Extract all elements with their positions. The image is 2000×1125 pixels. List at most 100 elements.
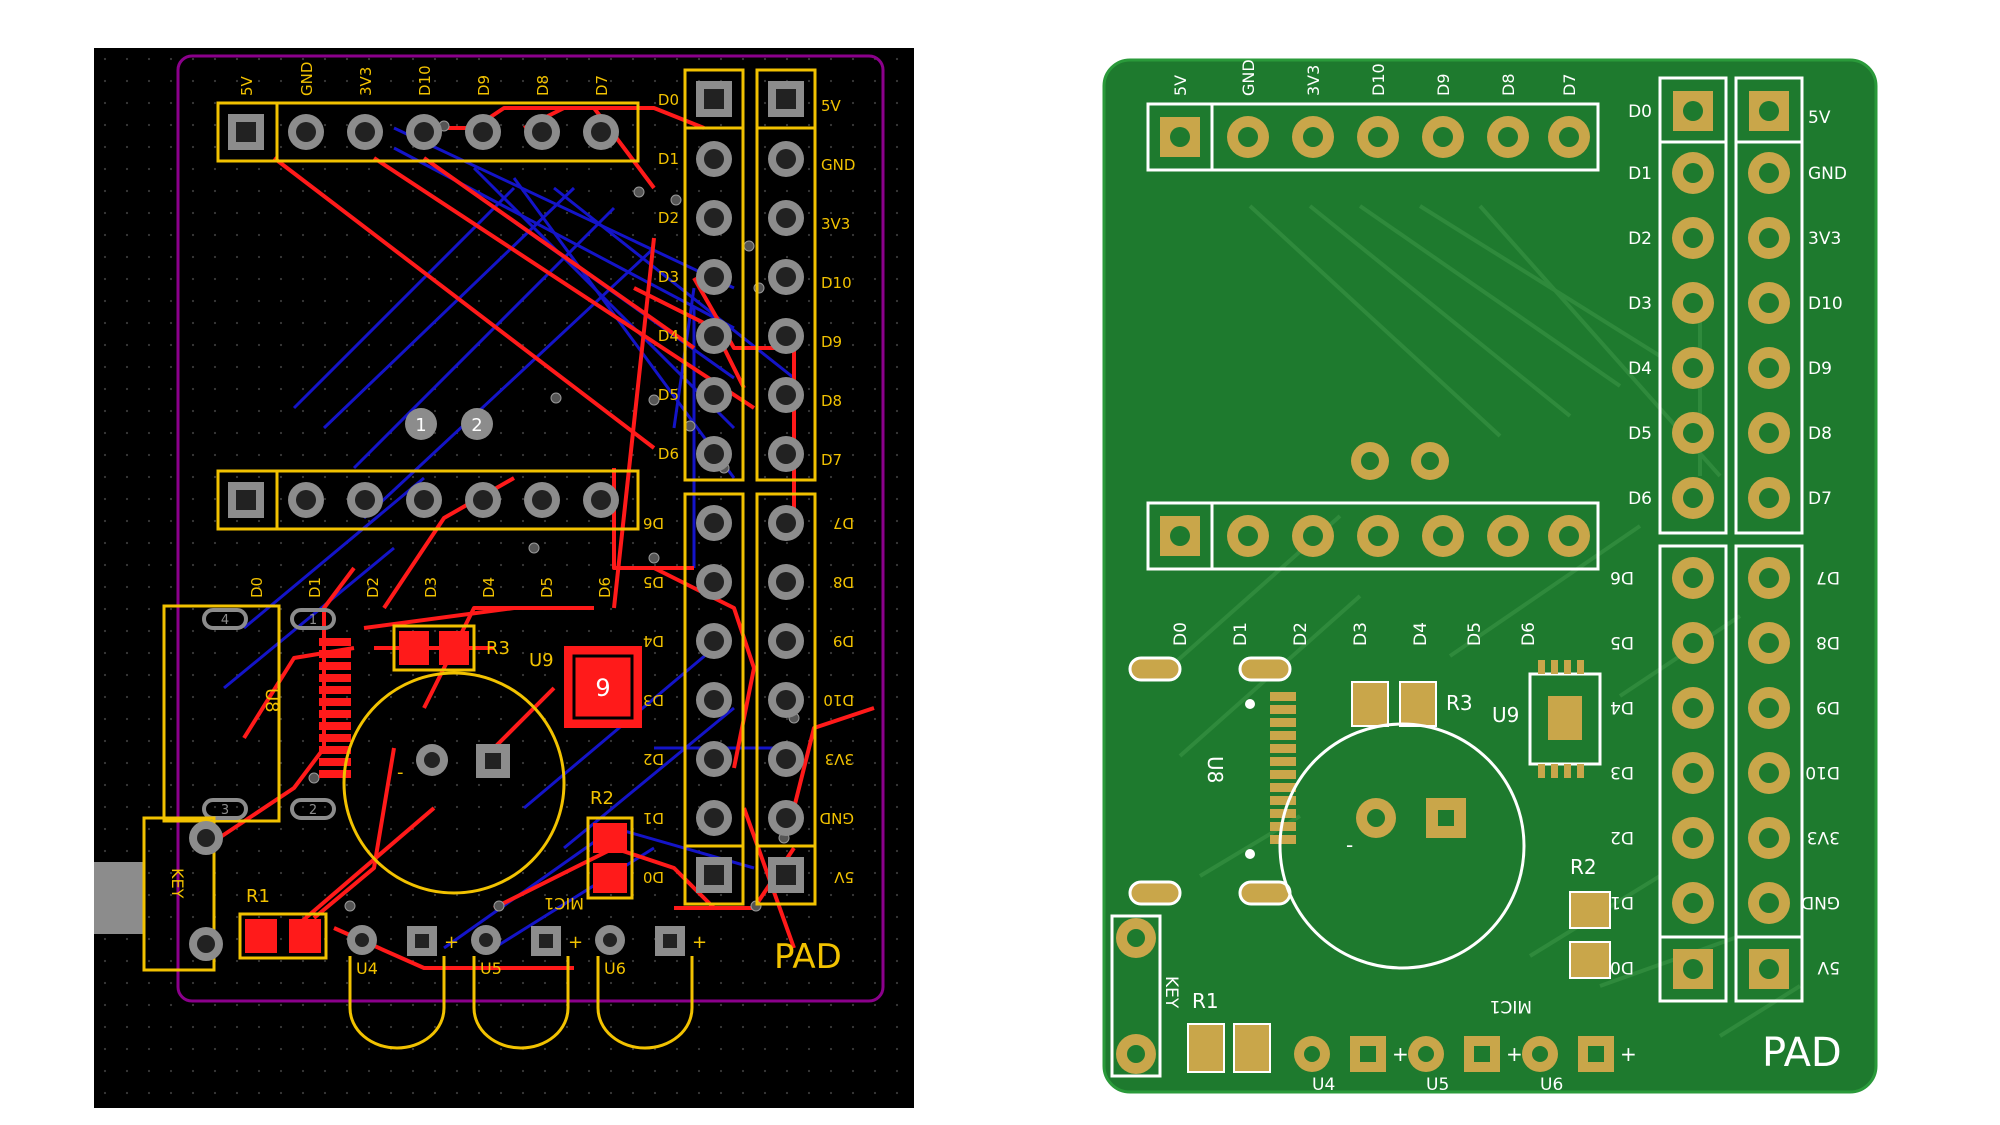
col-a-lower-label-d2: D2 — [643, 750, 664, 768]
render-lower-right-d7: D7 — [1816, 567, 1840, 587]
render-middle-header — [1146, 501, 1600, 571]
d-row-labels: D0 D1 D2 D3 D4 D5 D6 — [248, 577, 614, 598]
render-u4-plus: + — [1392, 1042, 1409, 1066]
col-b-lower-label-3v3: 3V3 — [825, 750, 854, 768]
render-resistor-r2: R2 — [1569, 855, 1611, 979]
col-b-lower-label-d7: D7 — [833, 514, 854, 532]
render-u5-label: U5 — [1426, 1075, 1449, 1095]
r3-label: R3 — [486, 638, 510, 659]
middle-header-outline — [216, 469, 640, 531]
render-lower-left-d3: D3 — [1610, 762, 1634, 782]
ic-u9: 9 U9 — [529, 646, 642, 728]
render-d-row-d0: D0 — [1171, 622, 1191, 646]
render-d-row-d2: D2 — [1291, 622, 1311, 646]
render-lower-right-d8: D8 — [1816, 632, 1840, 652]
render-r3-label: R3 — [1446, 691, 1473, 715]
render-d-row-d5: D5 — [1465, 622, 1485, 646]
usb-corner-4: 4 — [221, 613, 229, 628]
col-a-label-d6: D6 — [658, 445, 679, 463]
render-col-b-label-5v: 5V — [1808, 108, 1831, 128]
col-b-lower-label-d10: D10 — [823, 691, 854, 709]
col-a-label-d4: D4 — [658, 327, 679, 345]
col-a-lower-label-d1: D1 — [643, 809, 664, 827]
render-lower-right-gnd: GND — [1801, 892, 1840, 912]
render-col-a-lower — [1658, 544, 1728, 1003]
d-row-label-d5: D5 — [538, 577, 556, 598]
d-row-label-d3: D3 — [422, 577, 440, 598]
col-b-lower-outline — [755, 492, 817, 906]
col-a-lower-labels: D6 D5 D4 D3 D2 D1 D0 — [643, 514, 664, 886]
render-col-b-label-d7: D7 — [1808, 489, 1832, 509]
col-b-lower-label-5v: 5V — [833, 868, 854, 886]
col-a-label-d2: D2 — [658, 209, 679, 227]
render-top-header-labels: 5V GND 3V3 D10 D9 D8 D7 — [1171, 59, 1579, 96]
col-b-upper-labels: 5V GND 3V3 D10 D9 D8 D7 — [821, 97, 855, 469]
u5-plus: + — [568, 932, 583, 953]
usb-corner-1: 1 — [309, 613, 317, 628]
render-col-b-label-3v3: 3V3 — [1808, 229, 1841, 249]
board-outline — [176, 54, 885, 1003]
col-a-lower-label-d4: D4 — [643, 632, 664, 650]
test-point-2-label: 2 — [471, 415, 482, 436]
render-u4-label: U4 — [1312, 1075, 1335, 1095]
top-header-outline — [216, 101, 640, 163]
u8-label: U8 — [261, 688, 282, 713]
render-d-row-labels: D0 D1 D2 D3 D4 D5 D6 — [1171, 622, 1539, 646]
render-key-label: KEY — [1161, 976, 1181, 1009]
col-a-upper-labels: D0 D1 D2 D3 D4 D5 D6 — [658, 91, 679, 463]
u5-label: U5 — [480, 959, 502, 978]
render-u5-plus: + — [1506, 1042, 1523, 1066]
ir-led-row: + U4 + U5 + U6 — [347, 925, 707, 1050]
usb-connector-u8: 4 1 3 2 U8 — [162, 604, 351, 823]
resistor-r1: R1 — [238, 886, 328, 960]
render-label-5v: 5V — [1171, 75, 1190, 96]
u4-plus: + — [444, 932, 459, 953]
render-label-d10: D10 — [1369, 63, 1388, 96]
render-pad-label: PAD — [1762, 1030, 1842, 1076]
render-lower-right-5v: 5V — [1817, 957, 1840, 977]
r2-label: R2 — [590, 788, 614, 809]
render-key-switch: KEY — [1110, 914, 1181, 1078]
col-b-lower-labels: D7 D8 D9 D10 3V3 GND 5V — [820, 514, 854, 886]
col-a-upper-pads — [696, 81, 732, 472]
render-ic-u9: U9 — [1492, 660, 1602, 778]
render-u9-label: U9 — [1492, 703, 1519, 727]
render-d-row-d3: D3 — [1351, 622, 1371, 646]
pcb-render-view: 5V GND 3V3 D10 D9 D8 D7 D0 D1 — [1102, 58, 1878, 1095]
label-5v: 5V — [238, 75, 256, 96]
col-a-lower-pads — [696, 505, 732, 893]
render-lower-left-d6: D6 — [1610, 567, 1634, 587]
render-col-b-lower — [1734, 544, 1804, 1003]
test-point-1-label: 1 — [415, 415, 426, 436]
col-b-lower-label-gnd: GND — [820, 809, 854, 827]
u9-label: U9 — [529, 650, 554, 671]
d-row-label-d6: D6 — [596, 577, 614, 598]
render-col-a-label-d6: D6 — [1628, 489, 1652, 509]
label-d8: D8 — [534, 75, 552, 96]
render-col-a-label-d4: D4 — [1628, 359, 1652, 379]
col-a-lower-label-d5: D5 — [643, 573, 664, 591]
top-header-pads — [228, 114, 619, 150]
render-col-a-label-d3: D3 — [1628, 294, 1652, 314]
pcb-layout-view: 5V GND 3V3 D10 D9 D8 D7 1 2 D0 D — [94, 48, 914, 1108]
u6-plus: + — [692, 932, 707, 953]
render-lower-right-d10: D10 — [1805, 762, 1840, 782]
col-b-label-3v3: 3V3 — [821, 215, 850, 233]
render-microphone-mic1: - MIC1 — [1278, 722, 1532, 1016]
render-mic-minus: - — [1346, 833, 1353, 857]
render-col-a-label-d0: D0 — [1628, 102, 1652, 122]
microphone-mic1: - MIC1 — [342, 671, 584, 913]
render-lower-right-d9: D9 — [1816, 697, 1840, 717]
col-b-label-gnd: GND — [821, 156, 855, 174]
render-mic1-label: MIC1 — [1490, 996, 1532, 1016]
col-b-lower-label-d9: D9 — [833, 632, 854, 650]
col-a-label-d5: D5 — [658, 386, 679, 404]
render-col-b-label-d8: D8 — [1808, 424, 1832, 444]
pad-label: PAD — [774, 937, 842, 977]
resistor-r3: R3 — [392, 624, 510, 672]
d-row-label-d0: D0 — [248, 577, 266, 598]
col-a-lower-label-d3: D3 — [643, 691, 664, 709]
col-b-lower-pads — [768, 505, 804, 893]
col-b-label-d7: D7 — [821, 451, 842, 469]
col-b-lower-label-d8: D8 — [833, 573, 854, 591]
